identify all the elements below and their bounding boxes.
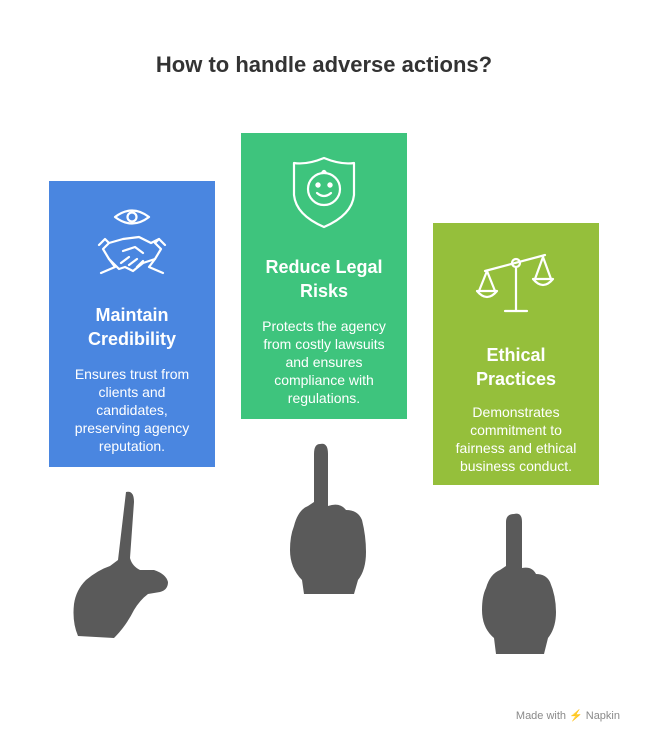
pointing-hand-icon [290, 443, 366, 594]
card-description: Ensures trust from clients and candidate… [74, 366, 190, 454]
napkin-logo-icon: ⚡ [569, 710, 583, 722]
footer-made-with: Made with [515, 710, 567, 722]
eye-handshake-icon [97, 209, 167, 275]
page-title: How to handle adverse actions? [155, 52, 493, 77]
pointing-hand-icon [482, 513, 556, 654]
balance-scale-icon [475, 253, 555, 313]
card-description: Protects the agency from costly lawsuits… [262, 318, 386, 406]
card-description: Demonstrates commitment to fairness and … [455, 404, 577, 474]
shield-smile-icon [292, 156, 356, 229]
footer-brand: Napkin [585, 710, 620, 722]
footer-attribution: Made with⚡Napkin [516, 709, 620, 722]
pointing-hand-icon [73, 491, 168, 638]
